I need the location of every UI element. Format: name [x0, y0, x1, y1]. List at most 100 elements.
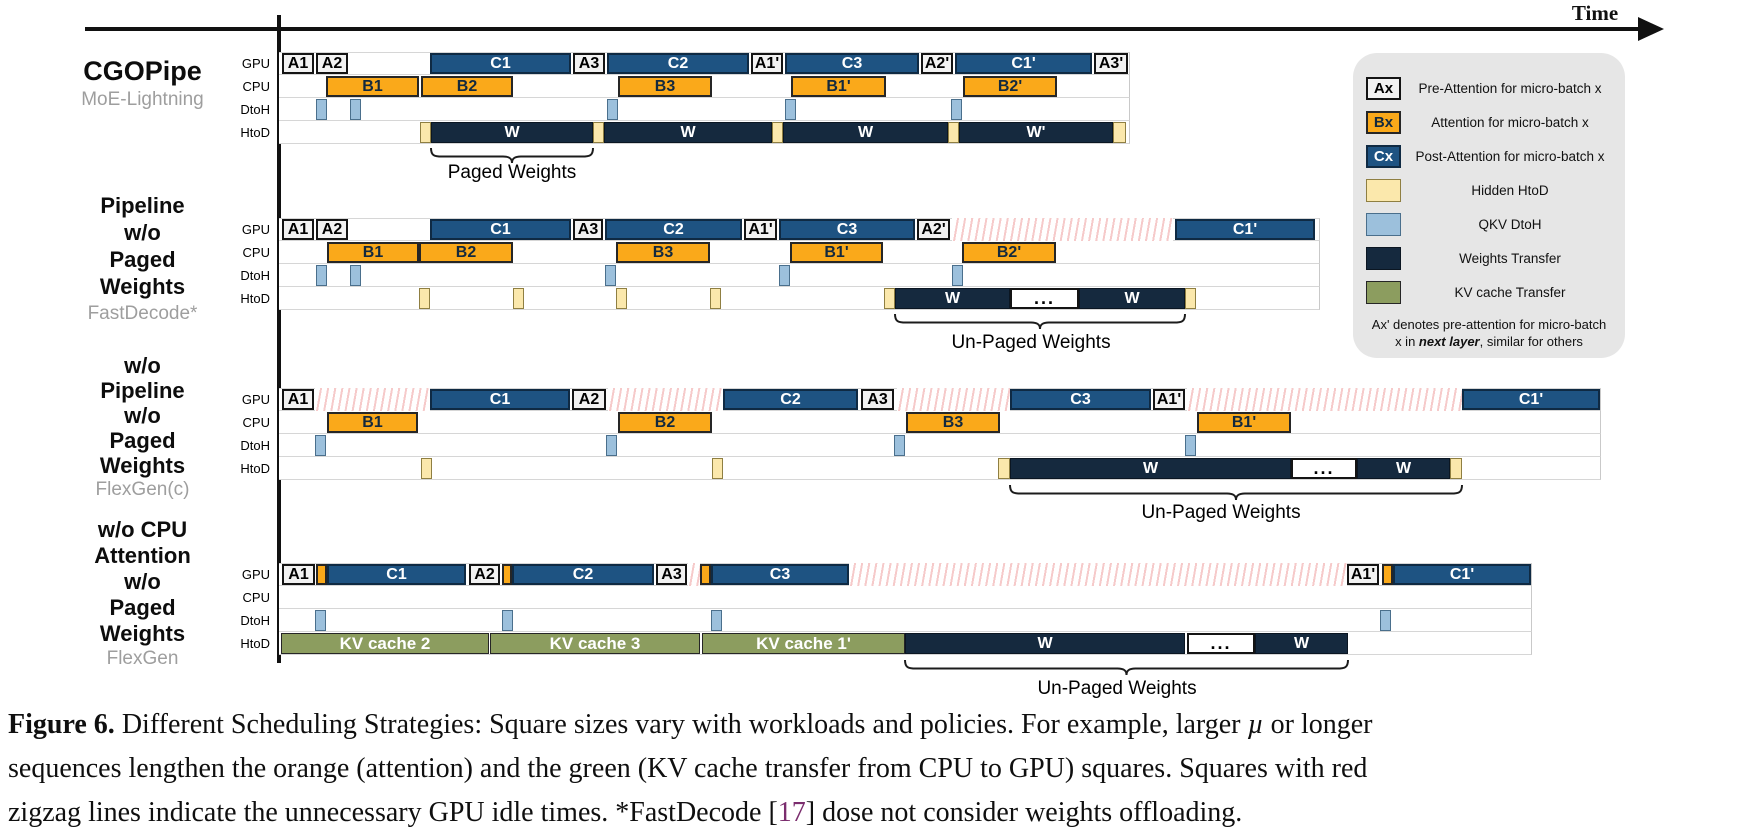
legend-label: QKV DtoH	[1478, 217, 1542, 232]
weights-transfer-block: W	[905, 633, 1185, 654]
pre-attention-block: A2	[469, 564, 500, 585]
group-title-line: w/o	[124, 220, 161, 245]
attention-block	[700, 564, 711, 585]
row-label-gpu: GPU	[241, 567, 270, 582]
figure-number: Figure 6.	[8, 709, 115, 740]
weights-transfer-block: W	[1357, 458, 1450, 479]
group-subtitle: FlexGen(c)	[95, 479, 190, 500]
qkv-dtoh-tick	[951, 99, 962, 120]
pre-attention-block: A2'	[921, 53, 953, 74]
hidden-htod-block	[419, 288, 430, 309]
gpu-idle-zigzag	[952, 218, 1173, 241]
legend-swatch-Ax: Ax	[1366, 77, 1401, 100]
time-arrowhead-icon	[1638, 17, 1664, 41]
pre-attention-block: A3	[861, 389, 894, 410]
hidden-htod-block	[593, 122, 604, 143]
row-label-dtoh: DtoH	[240, 102, 270, 117]
row-label-dtoh: DtoH	[240, 613, 270, 628]
group-title-line: Paged	[109, 247, 176, 272]
group-subtitle: FastDecode*	[87, 303, 198, 324]
attention-block: B1'	[1197, 412, 1291, 433]
qkv-dtoh-tick	[1380, 610, 1391, 631]
legend-label: Attention for micro-batch x	[1431, 115, 1589, 130]
pre-attention-block: A3'	[1094, 53, 1128, 74]
ellipsis-block: ...	[1010, 288, 1079, 309]
post-attention-block: C1'	[1393, 564, 1531, 585]
post-attention-block: C1	[430, 389, 570, 410]
kv-cache-transfer-block: KV cache 1'	[702, 633, 905, 654]
legend-label: KV cache Transfer	[1454, 285, 1566, 300]
underbrace	[894, 313, 1186, 330]
gpu-idle-zigzag	[897, 388, 1010, 411]
row-label-dtoh: DtoH	[240, 438, 270, 453]
qkv-dtoh-tick	[606, 435, 617, 456]
legend-label: Weights Transfer	[1459, 251, 1561, 266]
attention-block: B1'	[791, 76, 886, 97]
legend-swatch-Bx: Bx	[1366, 111, 1401, 134]
kv-cache-transfer-block: KV cache 2	[281, 633, 489, 654]
attention-block: B2	[419, 242, 513, 263]
qkv-dtoh-tick	[350, 265, 361, 286]
row-label-cpu: CPU	[242, 415, 270, 430]
group-subtitle: MoE-Lightning	[81, 89, 204, 110]
ellipsis-block: ...	[1187, 633, 1255, 654]
group-title-line: w/o	[124, 569, 161, 594]
pre-attention-block: A1'	[1347, 564, 1379, 585]
time-axis-label: Time	[1571, 1, 1619, 25]
figure-caption: Figure 6. Different Scheduling Strategie…	[8, 703, 1732, 835]
group-title-line: w/o	[124, 403, 161, 428]
qkv-dtoh-tick	[711, 610, 722, 631]
group-title-line: w/o CPU	[97, 517, 188, 542]
pre-attention-block: A2	[316, 53, 348, 74]
post-attention-block: C1	[430, 219, 571, 240]
hidden-htod-block	[420, 122, 431, 143]
group-title-line: Paged	[109, 595, 176, 620]
hidden-htod-block	[710, 288, 721, 309]
row-label-dtoh: DtoH	[240, 268, 270, 283]
row-label-gpu: GPU	[241, 56, 270, 71]
qkv-dtoh-tick	[1185, 435, 1196, 456]
qkv-dtoh-tick	[605, 265, 616, 286]
caption-text: or longer	[1263, 709, 1373, 740]
legend-note-line2-post: , similar for others	[1479, 334, 1583, 349]
hidden-htod-block	[998, 458, 1010, 479]
legend-label: Hidden HtoD	[1471, 183, 1549, 198]
citation-17: 17	[777, 797, 806, 828]
attention-block: B3	[616, 242, 710, 263]
row-track-dtoh	[279, 264, 1320, 287]
qkv-dtoh-tick	[315, 610, 326, 631]
pre-attention-block: A1	[282, 564, 315, 585]
qkv-dtoh-tick	[952, 265, 963, 286]
attention-block: B1	[326, 76, 419, 97]
brace-label: Paged Weights	[447, 162, 577, 183]
pre-attention-block: A1'	[744, 219, 777, 240]
gpu-idle-zigzag	[315, 388, 430, 411]
group-title-line: Attention	[94, 543, 191, 568]
group-title-line: Paged	[109, 428, 176, 453]
caption-line-1: Figure 6. Different Scheduling Strategie…	[8, 703, 1732, 747]
row-label-gpu: GPU	[241, 392, 270, 407]
attention-block	[316, 564, 327, 585]
row-label-cpu: CPU	[242, 590, 270, 605]
pre-attention-block: A2'	[917, 219, 950, 240]
legend-label: Pre-Attention for micro-batch x	[1418, 81, 1602, 96]
legend-swatch-kv	[1366, 281, 1401, 304]
ellipsis-block: ...	[1291, 458, 1357, 479]
group-title-line: Pipeline	[100, 193, 185, 218]
gpu-idle-zigzag	[608, 388, 723, 411]
underbrace	[430, 147, 594, 164]
row-track-dtoh	[279, 98, 1130, 121]
group-title-line: Weights	[99, 453, 186, 478]
brace-label: Un-Paged Weights	[1037, 678, 1197, 699]
underbrace	[1009, 484, 1463, 501]
pre-attention-block: A1	[282, 219, 314, 240]
row-label-gpu: GPU	[241, 222, 270, 237]
weights-transfer-block: W	[1079, 288, 1185, 309]
row-track-cpu	[279, 586, 1532, 609]
row-label-htod: HtoD	[240, 461, 270, 476]
brace-label: Un-Paged Weights	[1141, 502, 1301, 523]
qkv-dtoh-tick	[350, 99, 361, 120]
post-attention-block: C2	[723, 389, 858, 410]
legend-note-emphasis: next layer	[1418, 334, 1480, 349]
